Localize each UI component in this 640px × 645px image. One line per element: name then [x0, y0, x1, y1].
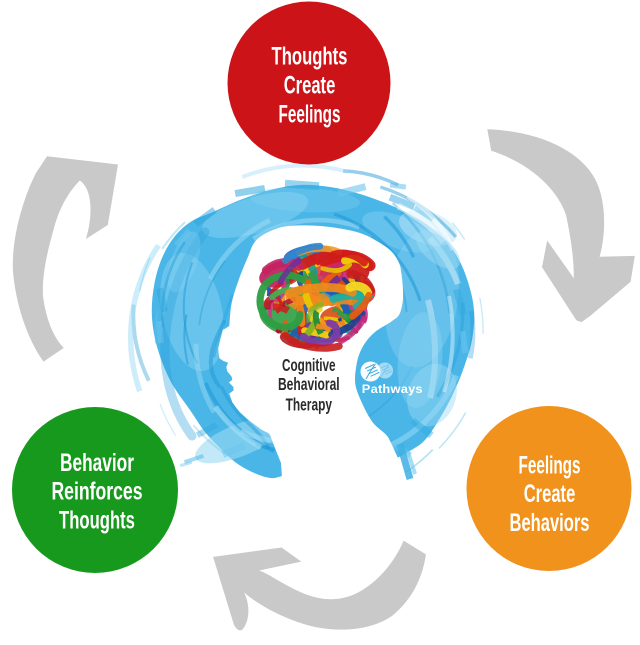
- svg-text:Behaviors: Behaviors: [510, 509, 590, 537]
- svg-text:Create: Create: [524, 480, 576, 508]
- svg-text:Thoughts: Thoughts: [272, 43, 348, 71]
- svg-text:Behavior: Behavior: [60, 449, 134, 477]
- svg-text:Therapy: Therapy: [286, 394, 333, 414]
- svg-text:Reinforces: Reinforces: [51, 478, 142, 506]
- svg-text:Pathways: Pathways: [362, 382, 423, 396]
- svg-text:Feelings: Feelings: [279, 100, 341, 128]
- svg-text:Feelings: Feelings: [519, 452, 581, 480]
- svg-text:Behavioral: Behavioral: [278, 374, 340, 394]
- svg-text:Cognitive: Cognitive: [282, 355, 336, 375]
- svg-text:Create: Create: [284, 72, 336, 100]
- svg-text:Thoughts: Thoughts: [59, 506, 135, 534]
